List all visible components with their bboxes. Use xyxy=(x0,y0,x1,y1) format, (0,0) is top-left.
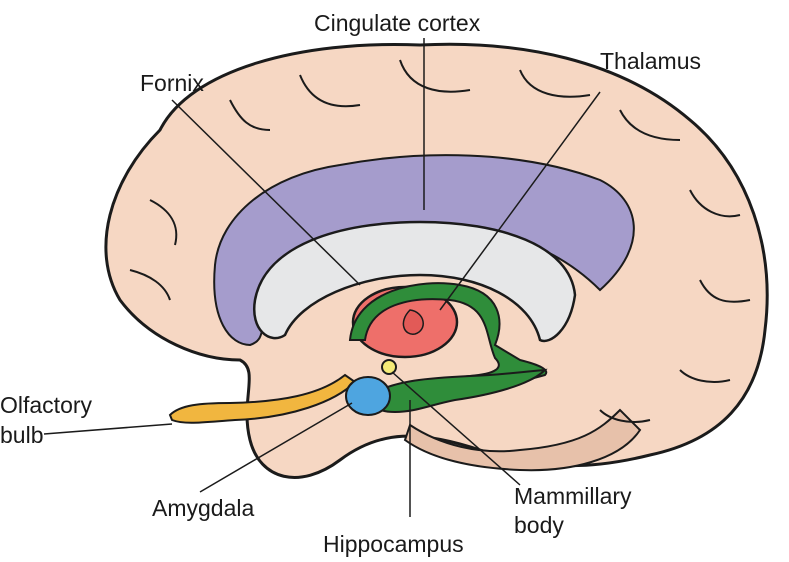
gyri-lines xyxy=(129,59,751,423)
mammillary-body-region xyxy=(381,359,397,375)
hippocampus-label: Hippocampus xyxy=(323,531,464,557)
olfactory-label-line2: bulb xyxy=(0,422,44,448)
olfactory-label-line1: Olfactory xyxy=(0,392,93,418)
hippocampus-region xyxy=(368,368,548,414)
cingulate-cortex-region xyxy=(213,154,635,347)
fornix-label: Fornix xyxy=(140,70,204,96)
cingulate-cortex-label: Cingulate cortex xyxy=(314,10,481,36)
amygdala-region xyxy=(345,376,391,416)
thalamus-inner xyxy=(402,309,424,335)
mammillary-label-line2: body xyxy=(514,512,564,538)
mammillary-label-line1: Mammillary xyxy=(514,483,632,509)
amygdala-label: Amygdala xyxy=(152,495,255,521)
corpus-callosum xyxy=(252,220,577,343)
leader-lines xyxy=(43,38,601,517)
brainstem xyxy=(403,408,642,472)
thalamus-label: Thalamus xyxy=(600,48,701,74)
